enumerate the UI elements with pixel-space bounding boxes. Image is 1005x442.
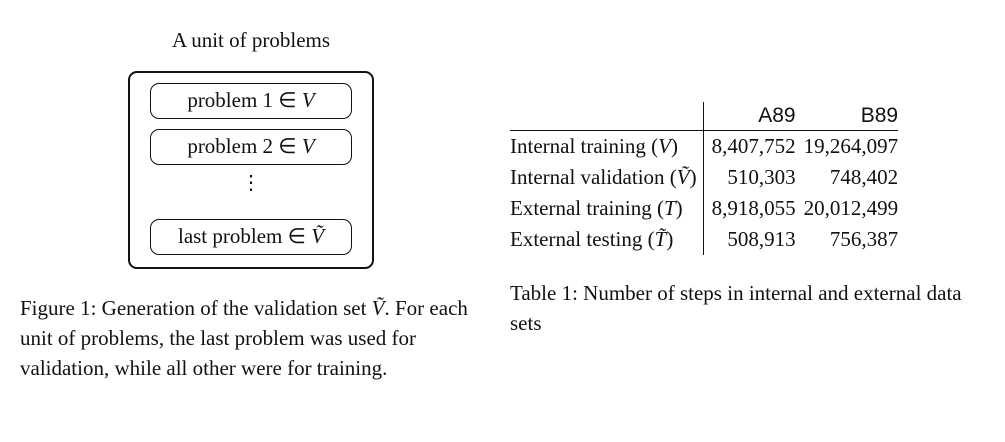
table-header-empty [510,102,704,131]
row-label: External training (T) [510,196,683,220]
problem-2-box: problem 2 ∈ V [150,129,352,165]
row-label: External testing (T̃) [510,227,674,251]
row-label: Internal validation (Ṽ) [510,165,697,189]
problem-1-box: problem 1 ∈ V [150,83,352,119]
cell-b89: 20,012,499 [803,196,899,220]
cell-a89: 8,918,055 [702,193,796,224]
table-caption: Table 1: Number of steps in internal and… [510,281,962,335]
table-row: External training (T) 8,918,055 20,012,4… [510,193,898,224]
column-header-b89: B89 [795,102,899,131]
figure-caption: Figure 1: Generation of the validation s… [20,293,490,383]
cell-b89: 748,402 [829,165,899,189]
problem-2-set: V [301,134,315,158]
last-problem-set: Ṽ [311,224,325,248]
column-header-a89: A89 [702,102,796,131]
last-problem-label: last problem [177,224,283,248]
steps-table: A89 B89 Internal training (V) 8,407,752 … [510,102,899,255]
problem-unit-box: problem 1 ∈ V problem 2 ∈ V ⋮ last probl… [128,71,374,269]
table-row: Internal training (V) 8,407,752 19,264,0… [510,130,899,162]
table-row: External testing (T̃) 508,913 756,387 [510,224,898,255]
problem-2-label: problem 2 [187,134,274,158]
table-header-row: A89 B89 [510,102,899,131]
cell-a89: 508,913 [702,224,796,255]
row-label: Internal training (V) [510,134,678,158]
cell-a89: 8,407,752 [702,130,796,162]
vertical-ellipsis: ⋮ [241,172,261,194]
figure-title: A unit of problems [171,28,331,52]
last-problem-box: last problem ∈ Ṽ [150,219,352,255]
table-row: Internal validation (Ṽ) 510,303 748,402 [510,162,898,193]
problem-1-label: problem 1 [187,88,274,112]
cell-b89: 19,264,097 [803,134,899,158]
figure-caption-prefix: Figure 1: Generation of the validation s… [20,296,372,320]
figure-caption-set: Ṽ [371,296,385,320]
problem-1-set: V [301,88,315,112]
cell-b89: 756,387 [829,227,899,251]
figure-caption-rest: . For each unit of problems, the last pr… [20,296,468,380]
cell-a89: 510,303 [702,162,796,193]
